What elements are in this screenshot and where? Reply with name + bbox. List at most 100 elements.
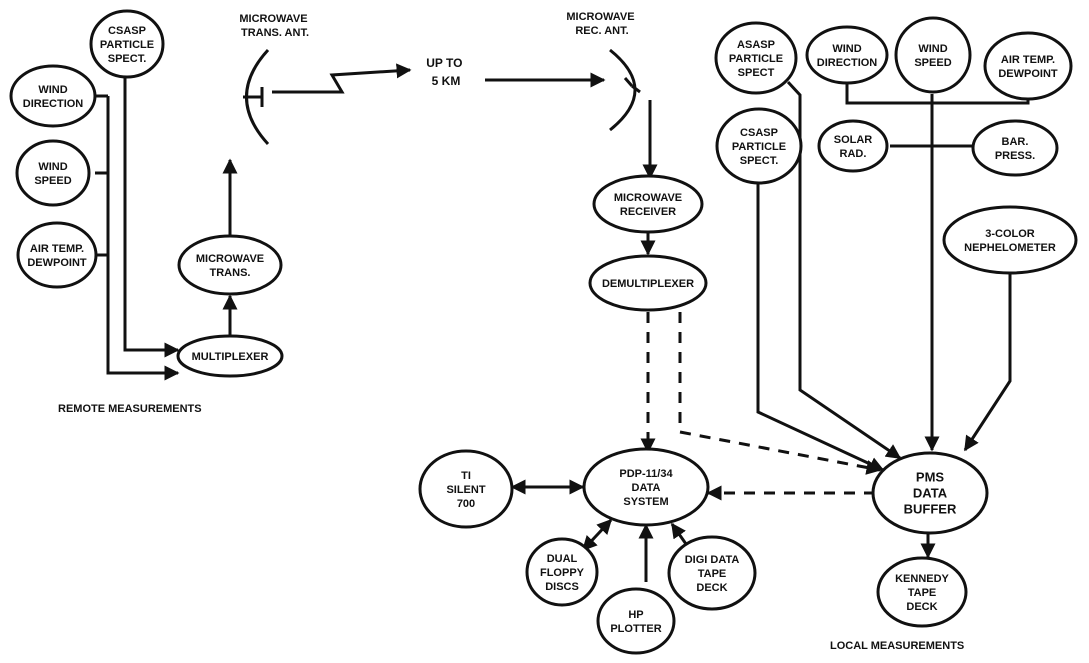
rec-ant-label: MICROWAVE REC. ANT. <box>566 11 637 37</box>
nephelometer-to-pms-line <box>963 268 1012 452</box>
air-temp-local-label-line: DEWPOINT <box>998 68 1058 80</box>
digi-data-label-line: DIGI DATA <box>685 554 740 566</box>
demultiplexer-label-line: DEMULTIPLEXER <box>602 278 694 290</box>
nephelometer-label-line: 3-COLOR <box>985 228 1035 240</box>
connectors <box>95 63 1030 582</box>
multiplexer-node: MULTIPLEXER <box>176 334 284 378</box>
csasp-local-to-pms-line <box>756 183 885 472</box>
wind-speed-remote-label-line: WIND <box>38 161 67 173</box>
bar-press-node: BAR.PRESS. <box>971 119 1059 177</box>
transmit-antenna-icon <box>243 48 270 146</box>
kennedy-tape-node: KENNEDY TAPE DECK <box>876 556 968 628</box>
air-temp-remote-ellipse <box>16 221 98 289</box>
air-temp-local-label: AIR TEMP.DEWPOINT <box>998 54 1058 80</box>
wind-speed-local-label-line: SPEED <box>914 57 951 69</box>
wind-dir-local-label-line: DIRECTION <box>817 57 878 69</box>
remote-bus-line <box>106 96 180 381</box>
pms-buffer-label-line: PMS <box>916 470 945 485</box>
air-temp-local-ellipse <box>983 31 1073 101</box>
digi-data-ellipse <box>667 535 757 611</box>
air-temp-remote-label-line: DEWPOINT <box>27 257 87 269</box>
distance-line1: UP TO <box>426 56 462 70</box>
wind-dir-bus-drop <box>845 78 932 105</box>
digi-data-label-line: DECK <box>696 582 727 594</box>
pms-buffer-label-line: DATA <box>913 486 948 501</box>
trans-ant-line2: TRANS. ANT. <box>241 27 309 39</box>
pdp-floppy-bidirectional <box>581 518 613 552</box>
kennedy-tape-label: KENNEDY TAPE DECK <box>895 573 949 613</box>
nephelometer-ellipse <box>942 205 1078 275</box>
csasp-remote-label-line: PARTICLE <box>100 39 154 51</box>
wind-speed-local-ellipse <box>894 16 972 94</box>
air-temp-remote-label-line: AIR TEMP. <box>30 243 84 255</box>
solar-rad-label-line: SOLAR <box>834 134 873 146</box>
pms-buffer-ellipse <box>871 451 989 535</box>
receive-antenna-icon <box>609 48 641 132</box>
kennedy-tape-label-line: TAPE <box>908 587 937 599</box>
asasp-ellipse <box>714 21 798 95</box>
pdp-label-line: PDP-11/34 <box>619 468 673 480</box>
asasp-label-line: ASASP <box>737 39 775 51</box>
csasp-remote-label-line: CSASP <box>108 25 146 37</box>
mw-receiver-node: MICROWAVE RECEIVER <box>592 174 704 234</box>
mw-receiver-label-line: RECEIVER <box>620 206 676 218</box>
wind-dir-remote-ellipse <box>9 64 97 128</box>
asasp-label-line: PARTICLE <box>729 53 783 65</box>
hp-plotter-label-line: PLOTTER <box>610 623 661 635</box>
dual-floppy-ellipse <box>525 537 599 607</box>
bar-press-label-line: BAR. <box>1002 136 1029 148</box>
wind-dir-local-ellipse <box>805 25 889 85</box>
mw-receiver-label-line: MICROWAVE <box>614 192 682 204</box>
multiplexer-label: MULTIPLEXER <box>192 351 269 363</box>
wind-speed-local-node: WIND SPEED <box>894 16 972 94</box>
free-labels: MICROWAVE TRANS. ANT. MICROWAVE REC. ANT… <box>58 11 964 652</box>
csasp-local-label-line: CSASP <box>740 127 778 139</box>
wind-dir-remote-label-line: WIND <box>38 84 67 96</box>
distance-line2: 5 KM <box>432 74 461 88</box>
wind-speed-local-label-line: WIND <box>918 43 947 55</box>
mw-trans-label-line: TRANS. <box>210 267 251 279</box>
digi-to-pdp-line <box>670 522 688 545</box>
ti-silent-ellipse <box>418 449 514 529</box>
dual-floppy-label-line: DISCS <box>545 581 579 593</box>
air-temp-remote-node: AIR TEMP. DEWPOINT <box>16 221 98 289</box>
kennedy-tape-label-line: KENNEDY <box>895 573 949 585</box>
digi-data-label-line: TAPE <box>698 568 727 580</box>
ti-silent-label-line: TI <box>461 470 471 482</box>
ti-silent-label-line: SILENT <box>446 484 485 496</box>
digi-data-label: DIGI DATA TAPE DECK <box>685 554 740 594</box>
rec-ant-line1: MICROWAVE <box>566 11 634 23</box>
mw-receiver-ellipse <box>592 174 704 234</box>
kennedy-tape-label-line: DECK <box>906 601 937 613</box>
wind-speed-local-label: WIND SPEED <box>914 43 951 69</box>
rec-ant-line2: REC. ANT. <box>575 25 628 37</box>
bar-press-label: BAR.PRESS. <box>995 136 1035 162</box>
demux-to-pms-dashed <box>678 312 882 475</box>
local-measurements-label: LOCAL MEASUREMENTS <box>830 640 964 652</box>
